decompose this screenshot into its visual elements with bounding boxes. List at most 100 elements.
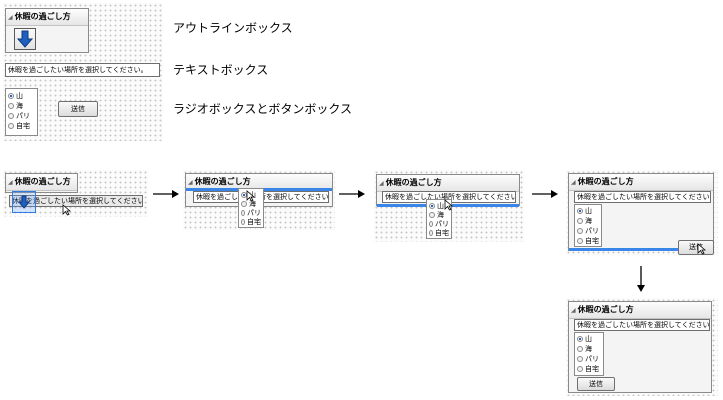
radio-label: 自宅 — [435, 228, 449, 237]
radio-button[interactable] — [577, 366, 583, 372]
radio-label: 海 — [437, 210, 444, 219]
final-submit-button[interactable]: 送信 — [577, 377, 615, 391]
legend-text-box[interactable]: 休暇を過ごしたい場所を選択してください。 — [5, 63, 160, 77]
label-radio-button: ラジオボックスとボタンボックス — [173, 102, 353, 116]
radio-button-selected[interactable] — [577, 336, 583, 342]
radio-label: 海 — [585, 217, 592, 225]
radio-item[interactable]: 自宅 — [577, 364, 601, 374]
step1-outline-box[interactable]: ◢休暇の過ごし方 — [5, 173, 78, 193]
radio-item-mountain[interactable]: 山 — [8, 91, 35, 101]
step1-outline-header[interactable]: ◢休暇の過ごし方 — [6, 174, 77, 191]
radio-button[interactable] — [577, 228, 583, 234]
radio-item[interactable]: 山 — [429, 201, 449, 210]
radio-item-sea[interactable]: 海 — [8, 101, 35, 111]
step4-text: 休暇を過ごしたい場所を選択してください — [577, 193, 710, 201]
radio-button[interactable] — [241, 209, 245, 216]
radio-button-selected[interactable] — [241, 191, 247, 198]
radio-label: 自宅 — [247, 217, 261, 226]
legend-submit-button[interactable]: 送信 — [58, 101, 98, 117]
radio-label: 海 — [249, 199, 256, 208]
outline-box-title: 休暇の過ごし方 — [14, 12, 71, 21]
radio-item[interactable]: 山 — [577, 206, 599, 216]
down-arrow-icon — [17, 30, 33, 48]
radio-button[interactable] — [8, 123, 14, 129]
radio-label: 海 — [585, 345, 592, 353]
radio-button[interactable] — [241, 200, 247, 207]
down-arrow-icon — [18, 195, 30, 209]
flow-arrow-icon — [153, 190, 179, 198]
triangle-icon: ◢ — [8, 14, 13, 21]
radio-button[interactable] — [8, 103, 14, 109]
radio-button[interactable] — [429, 229, 433, 236]
radio-item-home[interactable]: 自宅 — [8, 121, 35, 131]
radio-label: パリ — [16, 112, 30, 120]
radio-button[interactable] — [577, 238, 583, 244]
step4-text-box[interactable]: 休暇を過ごしたい場所を選択してください — [574, 191, 711, 203]
radio-item[interactable]: 海 — [241, 199, 261, 208]
step1-arrow-button[interactable] — [16, 194, 32, 210]
radio-item[interactable]: パリ — [429, 219, 449, 228]
radio-label: 海 — [16, 102, 23, 110]
radio-item-paris[interactable]: パリ — [8, 111, 35, 121]
radio-item[interactable]: パリ — [577, 354, 601, 364]
step1-title: 休暇の過ごし方 — [14, 177, 71, 186]
radio-item[interactable]: 山 — [241, 190, 261, 199]
radio-label: パリ — [585, 227, 599, 235]
radio-button[interactable] — [577, 346, 583, 352]
radio-button-selected[interactable] — [577, 208, 583, 214]
radio-item[interactable]: 自宅 — [241, 217, 261, 226]
radio-button[interactable] — [8, 113, 14, 119]
radio-label: パリ — [585, 355, 599, 363]
radio-label: パリ — [435, 219, 449, 228]
step3-title: 休暇の過ごし方 — [385, 178, 442, 187]
outline-box-header[interactable]: ◢休暇の過ごし方 — [6, 9, 88, 26]
down-arrow-button[interactable] — [14, 28, 36, 50]
final-text-box[interactable]: 休暇を過ごしたい場所を選択してください。 — [574, 319, 710, 331]
triangle-icon: ◢ — [571, 307, 576, 314]
step3-outline-header[interactable]: ◢休暇の過ごし方 — [377, 175, 519, 192]
legend-text-box-text: 休暇を過ごしたい場所を選択してください。 — [8, 66, 148, 74]
radio-button[interactable] — [577, 218, 583, 224]
step4-drop-indicator — [569, 248, 713, 251]
step1-text-box[interactable]: 休暇を過ごしたい場所を選択してください。 — [9, 195, 143, 207]
radio-item[interactable]: 海 — [577, 216, 599, 226]
legend-radio-box[interactable]: 山 海 パリ 自宅 — [5, 88, 38, 136]
cursor-icon — [246, 190, 255, 202]
flow-arrow-icon — [339, 190, 365, 198]
label-outline-box: アウトラインボックス — [173, 21, 293, 35]
step3-text: 休暇を過ごしたい場所を選択してください — [385, 193, 516, 201]
final-title: 休暇の過ごし方 — [577, 305, 634, 314]
radio-item[interactable]: パリ — [577, 226, 599, 236]
radio-item[interactable]: 山 — [577, 334, 601, 344]
flow-arrow-icon — [637, 266, 645, 292]
radio-label: 山 — [16, 92, 23, 100]
final-outline-header[interactable]: ◢休暇の過ごし方 — [569, 302, 711, 319]
cursor-icon — [62, 204, 71, 216]
cursor-icon — [697, 243, 706, 255]
triangle-icon: ◢ — [571, 179, 576, 186]
radio-label: 自宅 — [16, 122, 30, 130]
radio-label: 山 — [585, 335, 592, 343]
step4-submit-button[interactable]: 送信 — [678, 240, 714, 255]
legend-outline-box[interactable]: ◢休暇の過ごし方 — [5, 8, 89, 53]
radio-item[interactable]: 海 — [429, 210, 449, 219]
final-radio-box[interactable]: 山 海 パリ 自宅 — [574, 332, 604, 376]
radio-label: 自宅 — [585, 365, 599, 373]
radio-button[interactable] — [577, 356, 583, 362]
radio-item[interactable]: 海 — [577, 344, 601, 354]
step4-outline-header[interactable]: ◢休暇の過ごし方 — [569, 174, 713, 191]
radio-button-selected[interactable] — [8, 93, 14, 99]
radio-button[interactable] — [241, 218, 245, 225]
radio-button[interactable] — [429, 211, 435, 218]
radio-item[interactable]: 自宅 — [429, 228, 449, 237]
radio-item[interactable]: 自宅 — [577, 236, 599, 246]
step4-radio-box[interactable]: 山 海 パリ 自宅 — [574, 204, 602, 247]
radio-label: 自宅 — [585, 237, 599, 245]
radio-button-selected[interactable] — [429, 202, 435, 209]
radio-button[interactable] — [429, 220, 433, 227]
triangle-icon: ◢ — [8, 179, 13, 186]
flow-arrow-icon — [532, 190, 558, 198]
radio-label: 山 — [585, 207, 592, 215]
label-text-box: テキストボックス — [173, 63, 269, 77]
radio-item[interactable]: パリ — [241, 208, 261, 217]
